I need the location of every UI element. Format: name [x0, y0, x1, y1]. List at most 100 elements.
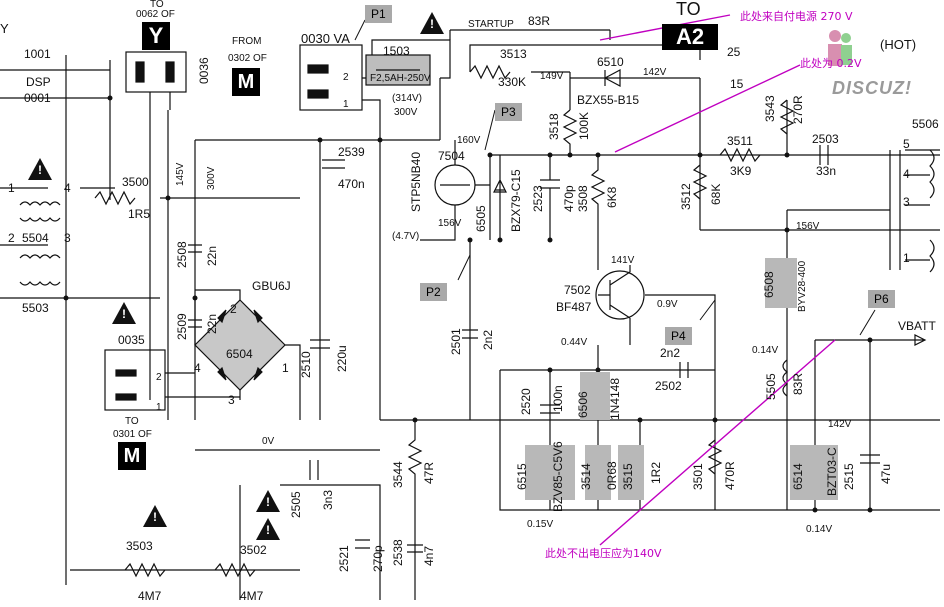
ref-0036: 0036 [197, 57, 211, 84]
ref-2539: 2539 [338, 145, 365, 159]
ref-2510: 2510 [299, 351, 313, 378]
ref-2523: 2523 [531, 185, 545, 212]
value-6k8: 6K8 [605, 186, 619, 208]
person-icon [826, 28, 852, 76]
part-gbu6j: GBU6J [252, 279, 291, 293]
value-330k: 330K [498, 75, 527, 89]
voltage-156v-aux: 156V [796, 221, 820, 232]
ref-3511: 3511 [727, 134, 753, 148]
voltage-300v-top: 300V [394, 107, 418, 118]
ref-0035: 0035 [118, 333, 145, 347]
value-2n2-b: 2n2 [660, 346, 681, 360]
ref-2509: 2509 [175, 313, 189, 340]
voltage-156v-gate: 156V [438, 218, 462, 229]
fuse-rating: F2,5AH-250V [370, 73, 431, 84]
ref-3500: 3500 [122, 175, 149, 189]
value-1r5: 1R5 [128, 207, 151, 221]
ref-2515: 2515 [842, 463, 856, 490]
annotation-aux-supply: 此处来自付电源 270 V [740, 10, 853, 23]
warning-icon: ! [256, 490, 280, 512]
voltage-0-9v: 0.9V [657, 299, 678, 310]
m-block-top-label: M [232, 68, 260, 96]
ref-0301: 0301 OF [113, 429, 152, 440]
voltage-0-14v-b: 0.14V [806, 524, 833, 535]
ref-2520: 2520 [519, 388, 533, 415]
ref-6514: 6514 [791, 463, 805, 490]
pin-4-5504: 4 [64, 181, 71, 195]
ref-2538: 2538 [391, 539, 405, 566]
ref-5506: 5506 [912, 117, 939, 131]
voltage-0-15v: 0.15V [527, 519, 554, 530]
test-point-p4: P4 [665, 327, 692, 345]
zener-6515-highlight [525, 445, 575, 500]
voltage-0-44v: 0.44V [561, 337, 588, 348]
value-22n-a: 22n [205, 245, 219, 266]
value-4m7-b: 4M7 [240, 589, 264, 603]
voltage-0v: 0V [262, 436, 275, 447]
value-3k9: 3K9 [730, 164, 752, 178]
part-1n4148: 1N4148 [608, 377, 622, 420]
voltage-4-7v: (4.7V) [392, 231, 420, 242]
ref-2501: 2501 [449, 328, 463, 355]
value-68k: 68K [709, 183, 723, 205]
pin-3-5504: 3 [64, 231, 71, 245]
voltage-0-14v-a: 0.14V [752, 345, 779, 356]
diode-6508-highlight [765, 258, 797, 308]
ref-3518: 3518 [547, 113, 561, 140]
ref-6508: 6508 [762, 271, 776, 298]
value-4n7: 4n7 [422, 545, 436, 566]
value-0r68: 0R68 [605, 461, 619, 490]
ref-3512: 3512 [679, 183, 693, 210]
diode-6506-highlight [580, 372, 610, 420]
resistor-3515-highlight [618, 445, 644, 500]
test-point-p3: P3 [495, 103, 522, 121]
ref-3503: 3503 [126, 539, 153, 553]
pin-2-bridge: 2 [230, 302, 237, 316]
ref-3501: 3501 [691, 463, 705, 490]
voltage-314v: (314V) [392, 93, 423, 104]
to-a2-label: TO [676, 0, 701, 19]
warning-icon: ! [143, 505, 167, 527]
y-partial-label: Y [0, 21, 9, 36]
ref-0001: 0001 [24, 91, 51, 105]
m-block-bottom-label: M [118, 442, 146, 470]
warning-icon: ! [420, 12, 444, 34]
ref-6504: 6504 [226, 347, 253, 361]
ref-3544: 3544 [391, 461, 405, 488]
ref-1503: 1503 [383, 44, 410, 58]
part-bf487: BF487 [556, 300, 592, 314]
ref-5503: 5503 [22, 301, 49, 315]
a2-block-label: A2 [662, 24, 718, 50]
pin-1-5504: 1 [8, 181, 15, 195]
voltage-142v-top: 142V [643, 67, 667, 78]
voltage-149v: 149V [540, 71, 564, 82]
ref-2503: 2503 [812, 132, 839, 146]
ref-7502: 7502 [564, 283, 591, 297]
test-point-p1: P1 [365, 5, 392, 23]
voltage-141v: 141V [611, 255, 635, 266]
annotation-no-140v: 此处不出电压应为140V [545, 547, 662, 560]
pin-3-bridge: 3 [228, 393, 235, 407]
ref-0302: 0302 OF [228, 53, 267, 64]
value-470p: 470p [562, 185, 576, 212]
ref-6515: 6515 [515, 463, 529, 490]
ref-6506: 6506 [576, 391, 590, 418]
zener-6514-highlight [790, 445, 838, 500]
ref-3513: 3513 [500, 47, 527, 61]
pin-3-5506: 3 [903, 195, 910, 209]
value-100n: 100n [551, 385, 565, 412]
value-270r: 270R [791, 95, 805, 124]
value-220u: 220u [335, 345, 349, 372]
ref-15: 15 [730, 77, 744, 91]
to-bottom-label: TO [125, 416, 139, 427]
part-bzx79: BZX79-C15 [509, 169, 523, 232]
value-4m7-a: 4M7 [138, 589, 162, 603]
ref-3514: 3514 [579, 463, 593, 490]
value-470r: 470R [723, 461, 737, 490]
value-470n: 470n [338, 177, 365, 191]
value-83r: 83R [791, 372, 805, 395]
ref-7504: 7504 [438, 149, 465, 163]
pin-1-5506: 1 [903, 251, 910, 265]
resistor-83r: 83R [528, 14, 551, 28]
